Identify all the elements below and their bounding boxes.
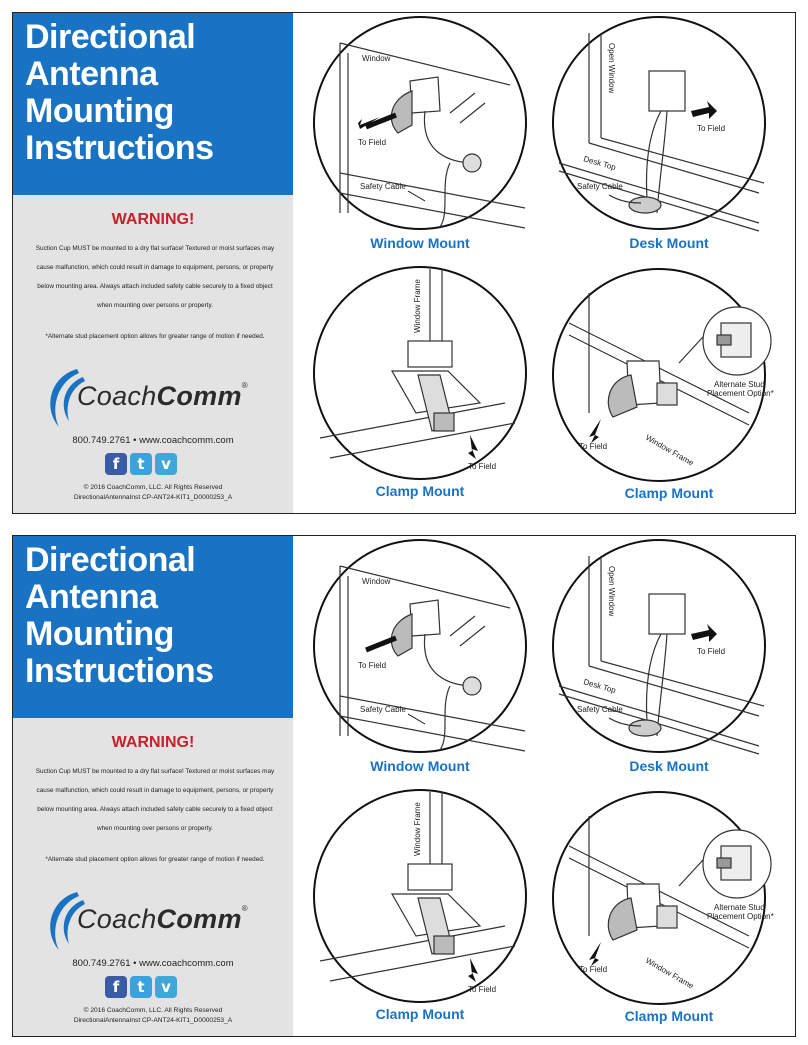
copyright: © 2016 CoachComm, LLC. All Rights Reserv… xyxy=(73,484,233,501)
to-field-label: To Field xyxy=(468,462,496,471)
instruction-card: Directional Antenna Mounting Instruction… xyxy=(12,12,796,514)
info-column: Directional Antenna Mounting Instruction… xyxy=(13,536,293,1036)
coachcomm-logo: CoachComm® xyxy=(39,886,279,956)
website-link[interactable]: www.coachcomm.com xyxy=(139,435,234,446)
safety-cable-label: Safety Cable xyxy=(360,182,406,191)
warning-text: Suction Cup MUST be mounted to a dry fla… xyxy=(35,768,275,832)
clamp-mount-caption: Clamp Mount xyxy=(375,483,465,499)
facebook-icon[interactable]: f xyxy=(105,453,127,475)
to-field-label: To Field xyxy=(358,661,386,670)
window-mount-panel: Window To Field Safety Cable Window Moun… xyxy=(300,536,540,786)
logo-swoosh-icon xyxy=(50,892,85,950)
clamp-mount-alt-diagram: Alternate Stud Placement Option* To Fiel… xyxy=(552,791,774,1005)
facebook-icon[interactable]: f xyxy=(105,976,127,998)
clamp-mount-diagram: Window Frame To Field xyxy=(313,789,527,1003)
vimeo-icon[interactable]: v xyxy=(155,976,177,998)
vimeo-icon[interactable]: v xyxy=(155,453,177,475)
diagram-column: Window To Field Safety Cable Window Moun… xyxy=(294,13,794,513)
desk-mount-diagram: Open Window To Field Desk Top Safety Cab… xyxy=(552,539,766,755)
page-title: Directional Antenna Mounting Instruction… xyxy=(25,18,214,167)
placement-option-label: Placement Option* xyxy=(707,912,774,921)
social-links: f t v xyxy=(105,453,177,475)
to-field-label: To Field xyxy=(697,124,725,133)
safety-cable-label: Safety Cable xyxy=(360,705,406,714)
window-label: Window xyxy=(362,577,391,586)
window-mount-diagram: Window To Field Safety Cable xyxy=(313,16,527,230)
instruction-card: Directional Antenna Mounting Instruction… xyxy=(12,535,796,1037)
open-window-label: Open Window xyxy=(607,43,616,93)
phone-number: 800.749.2761 xyxy=(72,435,131,446)
diagram-column: Window To Field Safety Cable Window Moun… xyxy=(294,536,794,1036)
warning-heading: WARNING! xyxy=(111,211,195,228)
to-field-label: To Field xyxy=(697,647,725,656)
desk-mount-caption: Desk Mount xyxy=(629,758,709,774)
window-mount-diagram: Window To Field Safety Cable xyxy=(313,539,527,753)
window-mount-caption: Window Mount xyxy=(370,758,470,774)
safety-cable-label: Safety Cable xyxy=(577,705,623,714)
open-window-label: Open Window xyxy=(607,566,616,616)
contact-line: 800.749.2761 • www.coachcomm.com xyxy=(72,958,234,969)
safety-cable-label: Safety Cable xyxy=(577,182,623,191)
twitter-icon[interactable]: t xyxy=(130,976,152,998)
logo-swoosh-icon xyxy=(50,369,85,427)
to-field-label: To Field xyxy=(579,965,607,974)
coachcomm-logo: CoachComm® xyxy=(39,363,279,433)
title-banner: Directional Antenna Mounting Instruction… xyxy=(13,13,293,195)
clamp-mount-panel: Window Frame To Field Clamp Mount xyxy=(300,786,540,1036)
warning-heading: WARNING! xyxy=(111,734,195,751)
clamp-mount-alt-caption: Clamp Mount xyxy=(624,485,714,501)
alternate-stud-note: *Alternate stud placement option allows … xyxy=(45,856,265,863)
twitter-icon[interactable]: t xyxy=(130,453,152,475)
desk-mount-diagram: Open Window To Field Desk Top Safety Cab… xyxy=(552,16,766,232)
title-banner: Directional Antenna Mounting Instruction… xyxy=(13,536,293,718)
clamp-mount-alt-diagram: Alternate Stud Placement Option* To Fiel… xyxy=(552,268,774,482)
to-field-label: To Field xyxy=(358,138,386,147)
window-frame-label: Window Frame xyxy=(413,802,422,856)
contact-line: 800.749.2761 • www.coachcomm.com xyxy=(72,435,234,446)
phone-number: 800.749.2761 xyxy=(72,958,131,969)
social-links: f t v xyxy=(105,976,177,998)
desk-mount-panel: Open Window To Field Desk Top Safety Cab… xyxy=(549,13,789,263)
alternate-stud-label: Alternate Stud xyxy=(714,380,765,389)
window-frame-label: Window Frame xyxy=(413,279,422,333)
clamp-mount-alt-panel: Alternate Stud Placement Option* To Fiel… xyxy=(549,263,789,513)
clamp-mount-diagram: Window Frame To Field xyxy=(313,266,527,480)
clamp-mount-alt-panel: Alternate Stud Placement Option* To Fiel… xyxy=(549,786,789,1036)
info-column: Directional Antenna Mounting Instruction… xyxy=(13,13,293,513)
website-link[interactable]: www.coachcomm.com xyxy=(139,958,234,969)
alternate-stud-label: Alternate Stud xyxy=(714,903,765,912)
to-field-label: To Field xyxy=(579,442,607,451)
alternate-stud-note: *Alternate stud placement option allows … xyxy=(45,333,265,340)
page-title: Directional Antenna Mounting Instruction… xyxy=(25,541,214,690)
desk-mount-caption: Desk Mount xyxy=(629,235,709,251)
clamp-mount-panel: Window Frame To Field Clamp Mount xyxy=(300,263,540,513)
placement-option-label: Placement Option* xyxy=(707,389,774,398)
warning-text: Suction Cup MUST be mounted to a dry fla… xyxy=(35,245,275,309)
window-label: Window xyxy=(362,54,391,63)
clamp-mount-caption: Clamp Mount xyxy=(375,1006,465,1022)
logo-wordmark: CoachComm® xyxy=(77,904,248,934)
clamp-mount-alt-caption: Clamp Mount xyxy=(624,1008,714,1024)
window-mount-panel: Window To Field Safety Cable Window Moun… xyxy=(300,13,540,263)
window-mount-caption: Window Mount xyxy=(370,235,470,251)
copyright: © 2016 CoachComm, LLC. All Rights Reserv… xyxy=(73,1007,233,1024)
logo-wordmark: CoachComm® xyxy=(77,381,248,411)
desk-mount-panel: Open Window To Field Desk Top Safety Cab… xyxy=(549,536,789,786)
to-field-label: To Field xyxy=(468,985,496,994)
